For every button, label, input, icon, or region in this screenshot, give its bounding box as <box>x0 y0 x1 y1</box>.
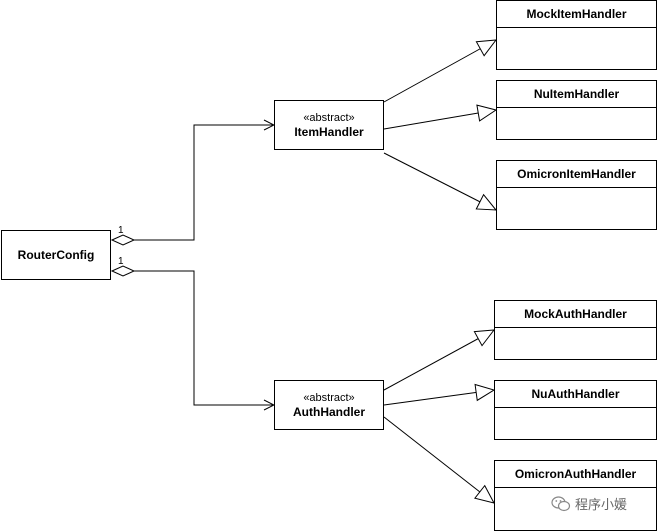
omicron-item-handler-name: OmicronItemHandler <box>517 167 636 181</box>
auth-handler-stereotype: «abstract» <box>303 391 355 404</box>
generalization-nu-auth <box>383 390 494 406</box>
watermark: 程序小媛 <box>551 494 627 513</box>
nu-item-handler-body <box>497 108 656 139</box>
wechat-icon <box>551 495 571 511</box>
nu-item-handler-name: NuItemHandler <box>533 87 620 101</box>
generalization-omicron-auth <box>383 416 494 503</box>
router-config-box[interactable]: RouterConfig <box>1 230 111 280</box>
generalization-mock-auth <box>383 330 494 391</box>
nu-auth-handler-name: NuAuthHandler <box>531 387 620 401</box>
router-config-name: RouterConfig <box>17 248 95 262</box>
nu-item-handler-box[interactable]: NuItemHandler <box>496 80 657 140</box>
item-handler-box[interactable]: «abstract» ItemHandler <box>274 100 384 150</box>
generalization-nu-item <box>383 110 496 130</box>
omicron-item-handler-body <box>497 188 656 229</box>
watermark-text: 程序小媛 <box>575 497 628 512</box>
nu-auth-handler-body <box>495 408 656 439</box>
mock-auth-handler-name: MockAuthHandler <box>524 307 627 321</box>
item-handler-name: ItemHandler <box>294 124 364 139</box>
multiplicity-item: 1 <box>118 225 124 236</box>
aggregation-diamond-item <box>110 234 136 246</box>
mock-auth-handler-box[interactable]: MockAuthHandler <box>494 300 657 360</box>
mock-item-handler-body <box>497 28 656 69</box>
auth-handler-box[interactable]: «abstract» AuthHandler <box>274 380 384 430</box>
nu-auth-handler-box[interactable]: NuAuthHandler <box>494 380 657 440</box>
multiplicity-auth: 1 <box>118 256 124 267</box>
mock-item-handler-name: MockItemHandler <box>526 7 627 21</box>
aggregation-item <box>110 125 274 246</box>
omicron-auth-handler-name: OmicronAuthHandler <box>514 467 637 481</box>
mock-auth-handler-body <box>495 328 656 359</box>
auth-handler-name: AuthHandler <box>293 404 365 419</box>
aggregation-diamond-auth <box>110 265 136 277</box>
generalization-mock-item <box>383 40 496 103</box>
item-handler-stereotype: «abstract» <box>303 111 355 124</box>
omicron-auth-handler-box[interactable]: OmicronAuthHandler <box>494 460 657 531</box>
mock-item-handler-box[interactable]: MockItemHandler <box>496 0 657 70</box>
generalization-omicron-item <box>383 152 496 210</box>
omicron-item-handler-box[interactable]: OmicronItemHandler <box>496 160 657 230</box>
aggregation-auth <box>110 265 274 405</box>
